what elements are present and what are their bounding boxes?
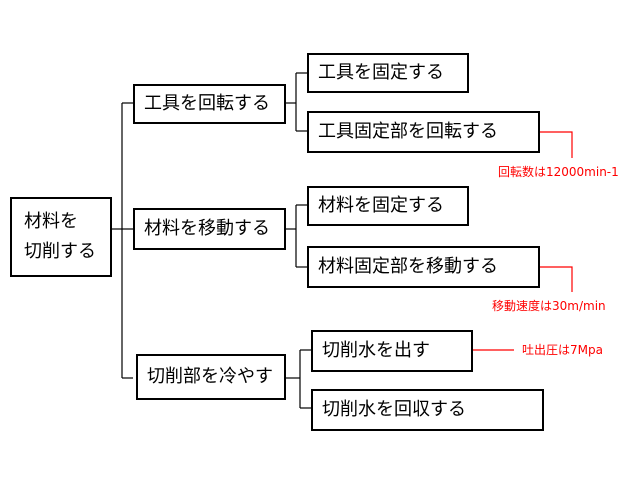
function-box-cooling: 切削部を冷やす <box>136 354 286 400</box>
function-box-tool-rotation: 工具を回転する <box>133 84 286 124</box>
rotation-speed-note: 回転数は12000min-1 <box>498 165 619 179</box>
subfunction-box: 材料を固定する <box>307 186 469 226</box>
subfunction-box: 切削水を回収する <box>311 389 544 431</box>
function-label: 工具を回転する <box>144 93 270 115</box>
function-box-material-movement: 材料を移動する <box>133 208 286 250</box>
subfunction-box: 切削水を出す <box>311 330 473 372</box>
subfunction-box: 工具を固定する <box>307 53 469 93</box>
subfunction-box: 材料固定部を移動する <box>307 246 540 288</box>
root-box: 材料を 切削する <box>10 197 112 277</box>
discharge-pressure-note: 吐出圧は7Mpa <box>522 343 603 357</box>
subfunction-label: 工具固定部を回転する <box>318 121 498 143</box>
rotation-note-leader <box>540 131 573 158</box>
function-label: 材料を移動する <box>144 218 270 240</box>
root-label-line2: 切削する <box>24 241 96 262</box>
subfunction-label: 切削水を回収する <box>322 399 466 421</box>
feed-speed-note: 移動速度は30m/min <box>492 299 606 313</box>
root-label-line1: 材料を <box>24 211 78 232</box>
feed-note-leader <box>540 266 573 292</box>
subfunction-label: 材料を固定する <box>318 195 444 217</box>
subfunction-box: 工具固定部を回転する <box>307 111 540 153</box>
subfunction-label: 工具を固定する <box>318 62 444 84</box>
subfunction-label: 切削水を出す <box>322 340 430 362</box>
function-label: 切削部を冷やす <box>147 366 273 388</box>
subfunction-label: 材料固定部を移動する <box>318 256 498 278</box>
